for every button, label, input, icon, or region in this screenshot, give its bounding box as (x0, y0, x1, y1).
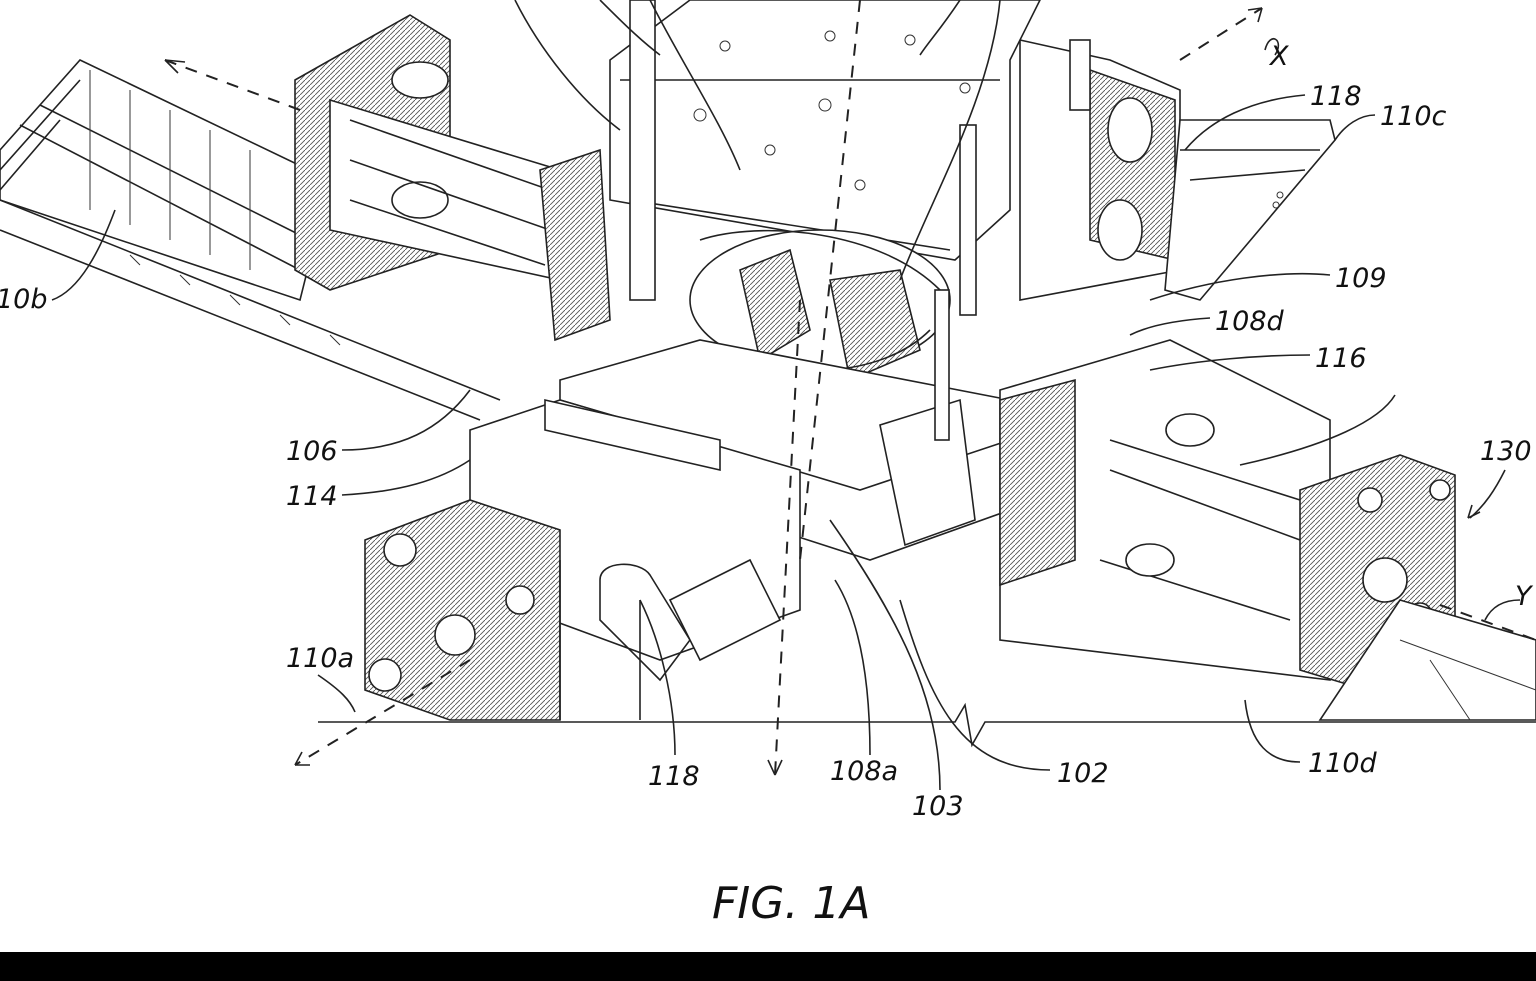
clamp-unit-front-left (364, 398, 801, 721)
label-108a: 108a (830, 756, 898, 787)
clamp-unit-back-right (1019, 39, 1336, 301)
leader-lines (51, 0, 1521, 791)
figure-caption: FIG. 1A (712, 878, 870, 929)
axis-label-y: Y (1515, 581, 1534, 612)
label-118-bottom: 118 (648, 761, 700, 792)
label-114: 114 (286, 481, 338, 512)
bottom-black-band (0, 952, 1536, 981)
label-116: 116 (1315, 343, 1367, 374)
axis-lines (164, 0, 1536, 776)
label-110d: 110d (1308, 748, 1378, 779)
label-102: 102 (1057, 758, 1109, 789)
label-118-top: 118 (1310, 81, 1362, 112)
label-110c: 110c (1380, 101, 1447, 132)
central-press (559, 0, 1091, 561)
label-110b: 10b (0, 284, 48, 315)
patent-drawing: 10b 106 114 110a 118 108a 103 102 110d 1… (0, 0, 1536, 952)
clamp-unit-back-left (294, 14, 611, 342)
label-108d: 108d (1215, 306, 1285, 337)
label-103: 103 (912, 791, 964, 822)
axis-label-x: X (1268, 41, 1289, 72)
label-109: 109 (1335, 263, 1387, 294)
clamp-unit-front-right (999, 339, 1536, 721)
ground-line (318, 702, 1536, 748)
label-130: 130 (1480, 436, 1532, 467)
label-106: 106 (286, 436, 338, 467)
label-110a: 110a (286, 643, 354, 674)
machine-illustration: 10b 106 114 110a 118 108a 103 102 110d 1… (0, 0, 1536, 929)
